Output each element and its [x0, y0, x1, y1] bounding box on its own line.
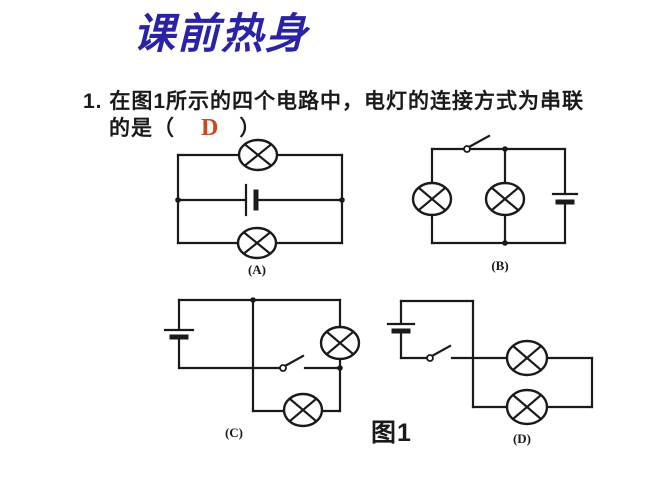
circuit-label-b: (B): [491, 258, 508, 273]
lamp-icon: [282, 392, 324, 428]
circuit-diagram-d: (D): [386, 299, 594, 446]
lamp-icon: [237, 138, 279, 172]
switch-icon: [463, 134, 491, 153]
junction-dot: [337, 365, 343, 371]
question-line2-suffix: ）: [239, 117, 262, 140]
circuit-diagram-a: (A): [175, 138, 345, 277]
switch-icon: [426, 344, 452, 362]
lamp-icon: [505, 388, 549, 426]
circuit-diagram-c: (C): [163, 297, 361, 440]
battery-icon: [163, 328, 195, 340]
switch-icon: [279, 354, 305, 372]
circuit-diagram-b: (B): [411, 134, 579, 273]
question-line1: 1. 在图1所示的四个电路中，电灯的连接方式为串联: [83, 90, 585, 113]
figure-caption: 图1: [371, 419, 412, 447]
junction-dot: [502, 240, 508, 246]
lamp-icon: [505, 339, 549, 377]
lamp-icon: [411, 181, 453, 217]
wire: [177, 298, 342, 413]
answer-letter: D: [201, 115, 220, 141]
battery-icon: [551, 192, 579, 205]
junction-dot: [175, 197, 181, 203]
question-line2: 的是（ D ）: [109, 112, 261, 142]
junction-dot: [339, 197, 345, 203]
question-line2-prefix: 的是（: [109, 117, 175, 140]
lamp-icon: [236, 226, 278, 260]
lamp-icon: [319, 325, 361, 361]
wire: [399, 299, 594, 409]
circuit-label-a: (A): [248, 262, 266, 277]
junction-dot: [250, 297, 256, 303]
circuit-label-c: (C): [225, 425, 243, 440]
battery-icon: [386, 322, 416, 334]
lamp-icon: [484, 181, 526, 217]
slide-title: 课前热身: [133, 12, 310, 58]
battery-icon: [244, 183, 259, 217]
junction-dot: [502, 146, 508, 152]
circuit-label-d: (D): [513, 431, 531, 446]
